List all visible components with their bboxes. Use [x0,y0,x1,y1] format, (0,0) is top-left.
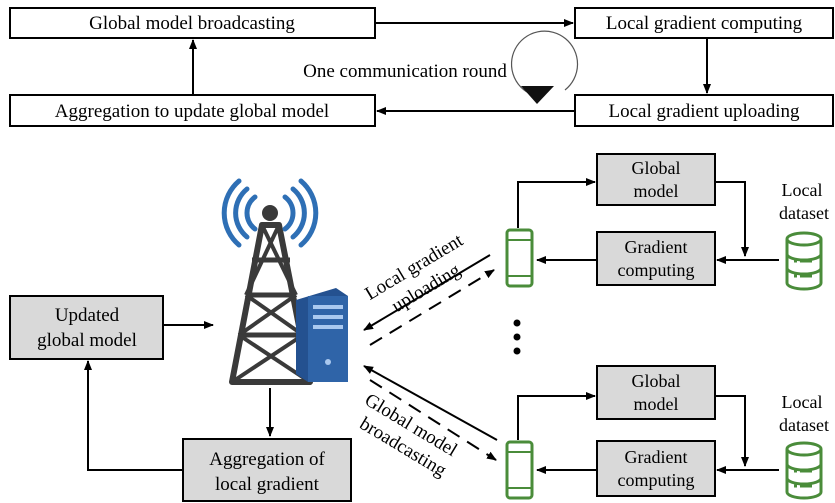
dataset-2-line2: dataset [779,415,829,435]
upload-link-dashed [369,269,495,346]
database-icon [785,231,823,291]
updated-line2: global model [37,330,137,351]
upload-link-solid [363,254,491,331]
updated-line1: Updated [55,305,120,326]
compute-step-box [574,7,834,39]
upload-step-label: Local gradient uploading [609,101,800,122]
updated-global-model-box [9,295,164,360]
signal-waves-icon [221,178,319,248]
more-devices-ellipsis-icon [513,319,521,355]
smartphone-icon [505,440,534,500]
cycle-arrow-icon [510,30,579,104]
smartphone-icon [505,228,534,288]
global-model-2-line2: model [634,394,679,414]
dataset-1-line1: Local [782,180,823,200]
gradient-computing-box-2 [596,440,716,497]
arrow-phone2-to-global [517,392,596,440]
broadcast-step-label: Global model broadcasting [89,13,295,34]
aggregate-step-box [9,94,376,127]
aggregate-step-label: Aggregation to update global model [55,101,329,122]
gradient-computing-box-1 [596,231,716,286]
gradient-computing-1-line1: Gradient [625,237,688,257]
broadcast-link-solid [363,365,498,441]
broadcast-step-box [9,7,376,39]
global-model-box-1 [596,153,716,206]
aggregation-line1: Aggregation of [209,449,325,470]
global-model-1-line1: Global [632,158,681,178]
gradient-computing-2-line1: Gradient [625,447,688,467]
server-icon [296,288,348,382]
database-icon [785,441,823,500]
arrow-aggregation-to-updated [84,360,183,471]
arrow-global1-down [715,181,749,257]
broadcast-link-dashed [369,379,497,461]
dataset-1-line2: dataset [779,203,829,223]
upload-step-box [574,94,834,127]
dataset-2-line1: Local [782,392,823,412]
round-label: One communication round [303,61,507,82]
arrow-phone1-to-global [517,178,596,228]
gradient-computing-1-line2: computing [618,260,695,280]
global-model-2-line1: Global [632,371,681,391]
global-model-box-2 [596,365,716,420]
aggregation-line2: local gradient [215,474,320,495]
compute-step-label: Local gradient computing [606,13,803,34]
global-model-1-line2: model [634,181,679,201]
gradient-computing-2-line2: computing [618,470,695,490]
arrow-global2-down [715,395,749,467]
